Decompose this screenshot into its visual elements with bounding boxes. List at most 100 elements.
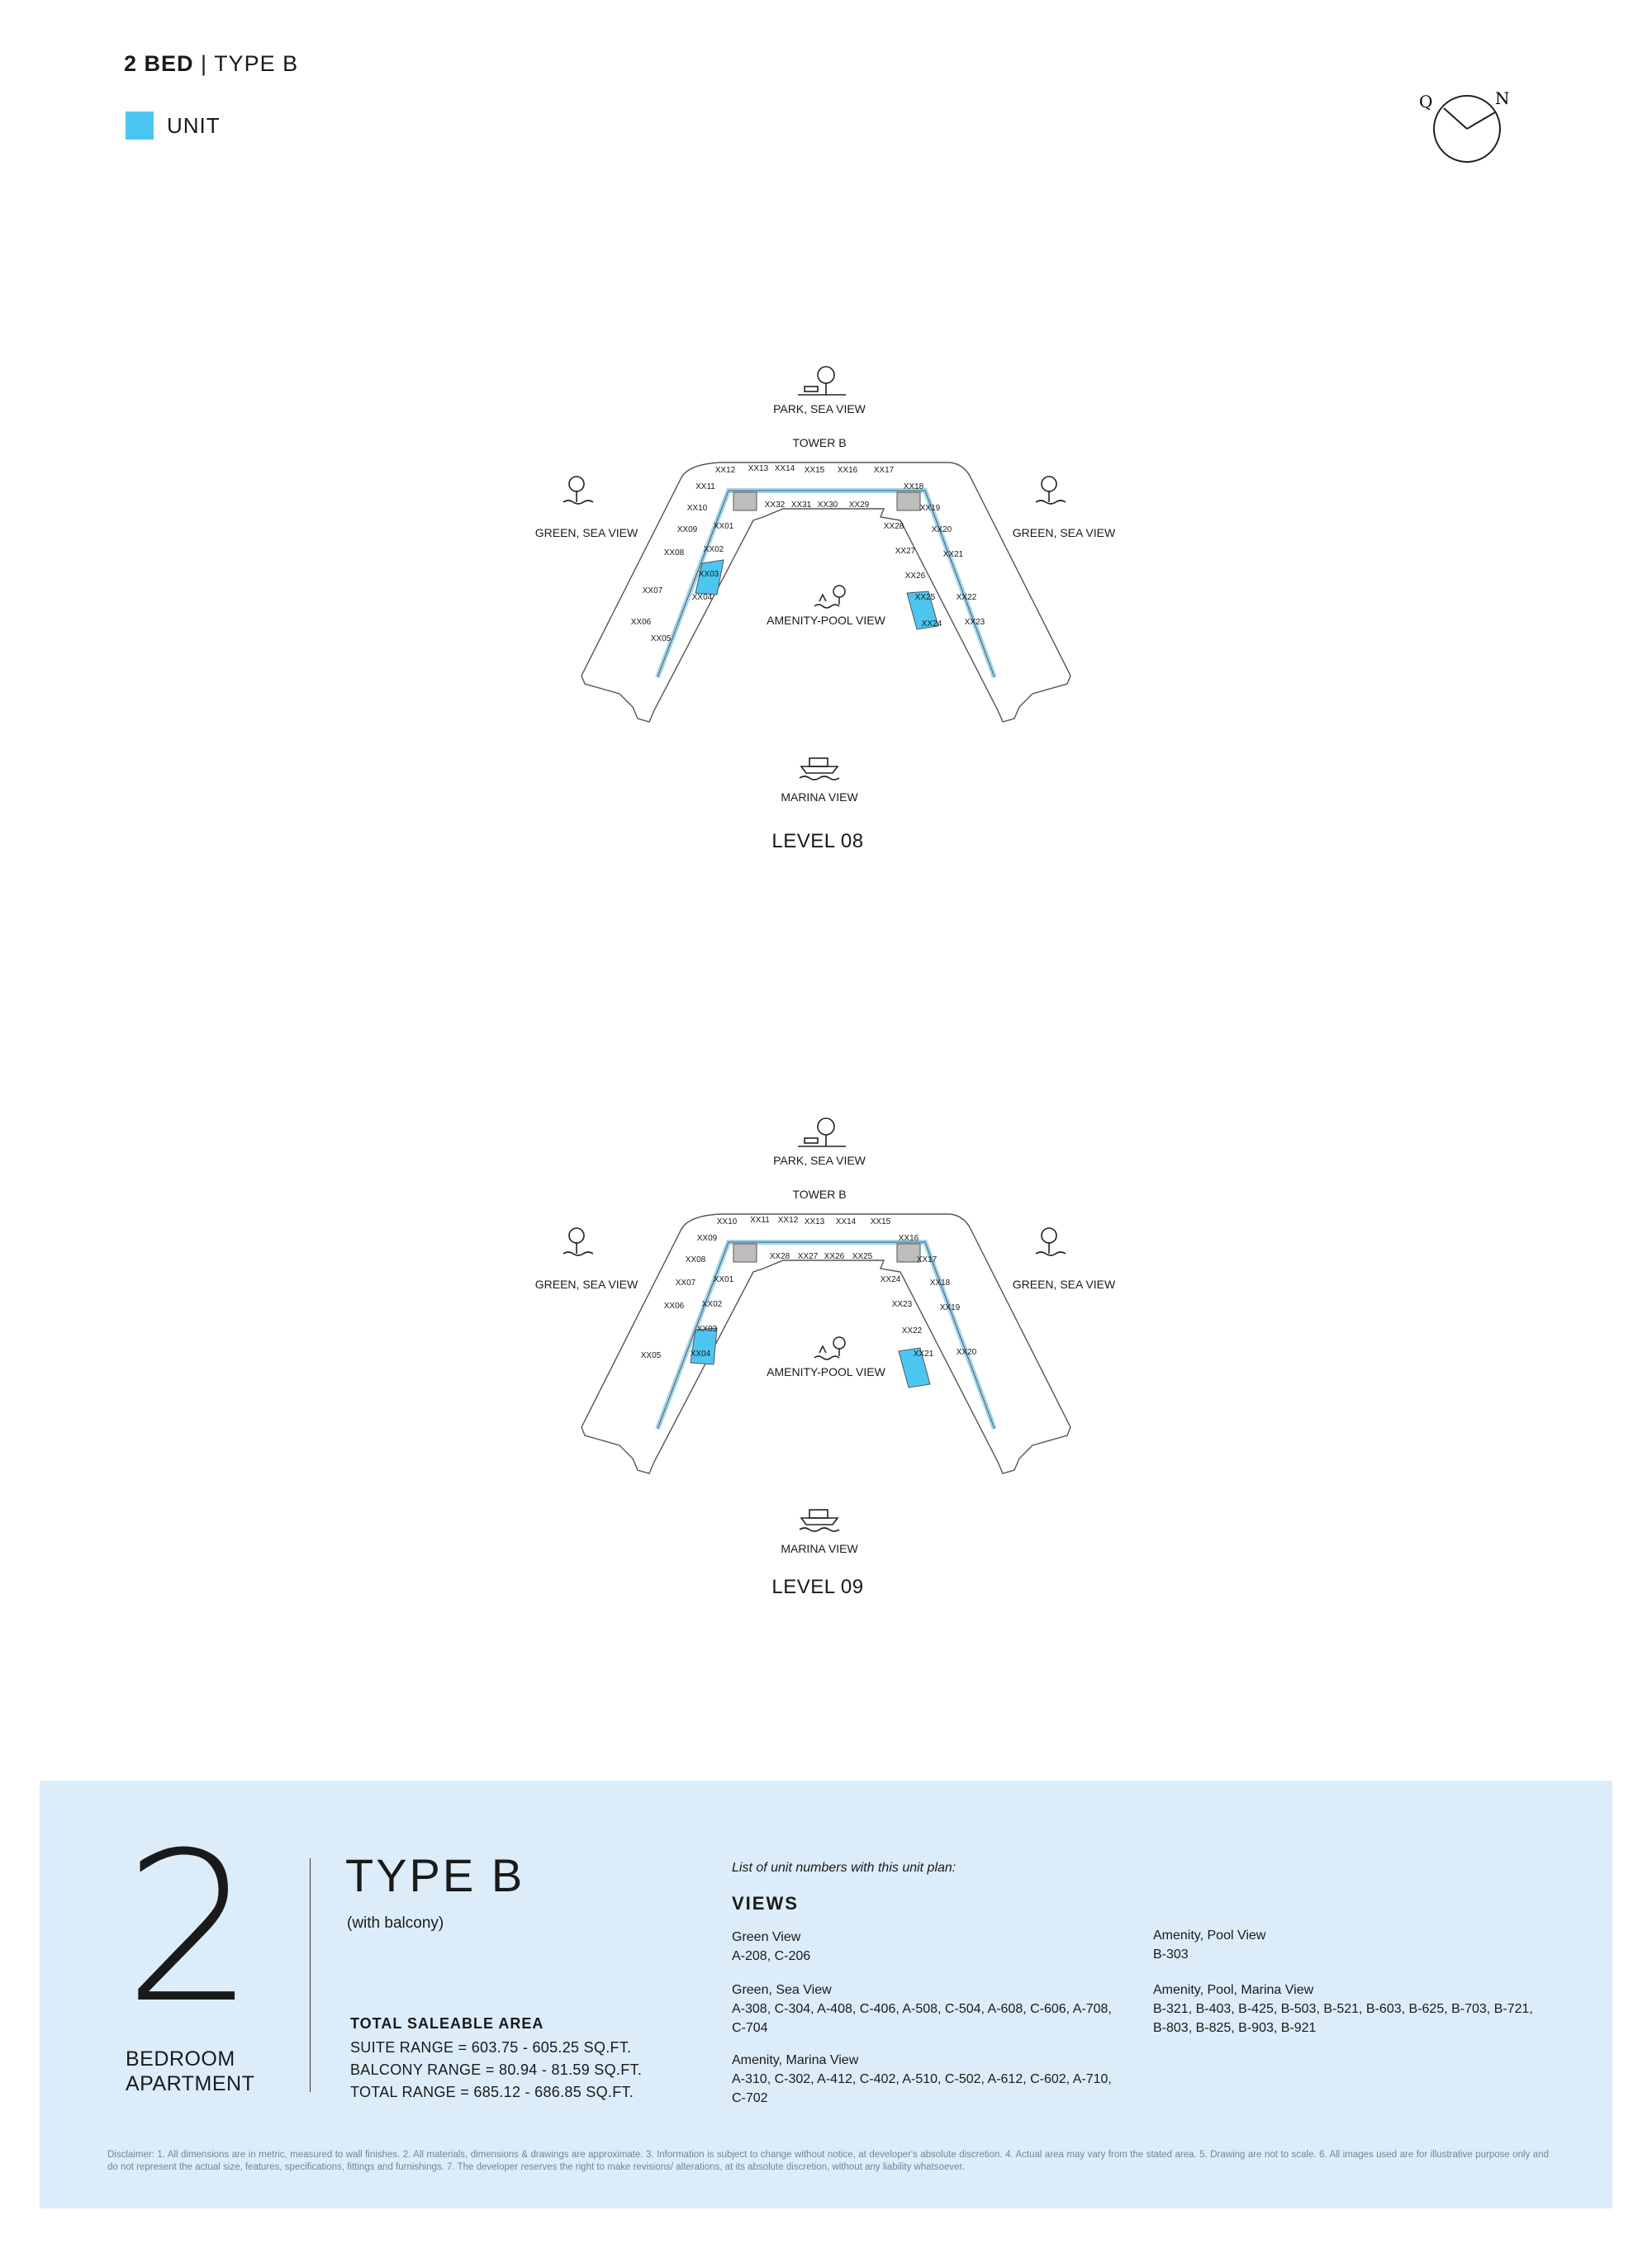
unit-number: XX10 <box>687 504 708 513</box>
bedroom-count: 2 <box>124 1808 256 2048</box>
highlighted-unit <box>906 591 939 630</box>
compass-n: N <box>1495 88 1510 108</box>
view-group-name: Amenity, Marina View <box>732 2053 859 2067</box>
unit-list-heading: List of unit numbers with this unit plan… <box>732 1861 957 1875</box>
unit-number: XX04 <box>691 1350 711 1359</box>
unit-number: XX05 <box>651 634 672 643</box>
level-label-09: LEVEL 09 <box>771 1576 864 1598</box>
core-right <box>896 491 921 511</box>
legend-label: UNIT <box>167 113 221 138</box>
view-group-units: B-321, B-403, B-425, B-503, B-521, B-603… <box>1153 2002 1533 2035</box>
unit-number: XX20 <box>957 1348 977 1357</box>
unit-number: XX22 <box>902 1326 923 1336</box>
plan-header: 2 BED | TYPE B <box>124 51 298 77</box>
park-icon <box>798 366 846 396</box>
view-label-right: GREEN, SEA VIEW <box>1013 526 1116 539</box>
view-label-left: GREEN, SEA VIEW <box>535 526 638 539</box>
unit-number: XX17 <box>874 466 895 475</box>
unit-number: XX14 <box>775 464 795 473</box>
unit-number: XX29 <box>849 501 870 510</box>
view-group-units: B-303 <box>1153 1948 1189 1962</box>
unit-number: XX16 <box>899 1234 919 1243</box>
boat-icon <box>799 757 840 780</box>
view-label-center: AMENITY-POOL VIEW <box>767 1365 885 1378</box>
unit-number: XX09 <box>697 1234 718 1243</box>
unit-number: XX25 <box>915 593 936 602</box>
summary-panel <box>40 1781 1612 2208</box>
unit-number: XX30 <box>818 501 838 510</box>
view-group-units: A-208, C-206 <box>732 1949 811 1963</box>
view-label-bottom: MARINA VIEW <box>781 1542 858 1555</box>
compass-icon: Q N <box>1419 88 1510 163</box>
area-ranges: SUITE RANGE = 603.75 - 605.25 SQ.FT. BAL… <box>350 2037 642 2104</box>
unit-number: XX16 <box>838 466 858 475</box>
unit-number: XX13 <box>805 1217 825 1226</box>
tree-icon <box>1035 1227 1066 1256</box>
unit-number: XX19 <box>940 1303 961 1312</box>
unit-type-subtitle: (with balcony) <box>347 1914 444 1932</box>
tree-icon <box>1035 476 1066 505</box>
unit-number: XX17 <box>917 1255 938 1264</box>
header-type: TYPE B <box>214 51 299 76</box>
views-heading: VIEWS <box>732 1893 799 1914</box>
unit-number: XX31 <box>791 501 812 510</box>
disclaimer: Disclaimer: 1. All dimensions are in met… <box>107 2150 1549 2172</box>
divider <box>310 1858 311 2092</box>
balcony-range: BALCONY RANGE = 80.94 - 81.59 SQ.FT. <box>350 2061 643 2078</box>
view-group: Amenity, Pool, Marina View B-321, B-403,… <box>1153 1981 1541 2038</box>
unit-number: XX14 <box>836 1217 857 1226</box>
view-group: Amenity, Marina View A-310, C-302, A-412… <box>732 2051 1112 2108</box>
corridor-edge <box>657 1241 995 1430</box>
view-label-right: GREEN, SEA VIEW <box>1013 1278 1116 1291</box>
unit-number: XX21 <box>914 1350 934 1359</box>
legend-swatch <box>126 111 154 140</box>
view-group-name: Amenity, Pool, Marina View <box>1153 1983 1314 1997</box>
unit-number: XX18 <box>930 1279 951 1288</box>
total-range: TOTAL RANGE = 685.12 - 686.85 SQ.FT. <box>350 2084 634 2100</box>
unit-number: XX09 <box>677 525 698 534</box>
unit-number: XX10 <box>717 1217 738 1226</box>
unit-number: XX27 <box>798 1252 819 1261</box>
core-right <box>896 1243 921 1263</box>
unit-number: XX12 <box>715 466 736 475</box>
highlighted-unit <box>695 559 724 595</box>
view-group-name: Green, Sea View <box>732 1983 832 1997</box>
unit-number: XX23 <box>892 1300 913 1309</box>
corridor-edge <box>657 490 995 678</box>
pool-icon <box>814 585 846 609</box>
unit-number: XX15 <box>805 466 825 475</box>
unit-number: XX11 <box>750 1216 770 1225</box>
unit-number: XX25 <box>852 1252 873 1261</box>
unit-number: XX12 <box>778 1216 799 1225</box>
unit-number: XX06 <box>664 1302 685 1311</box>
view-group-name: Green View <box>732 1930 801 1944</box>
tree-icon <box>563 1227 594 1256</box>
unit-number: XX26 <box>824 1252 845 1261</box>
park-icon <box>798 1117 846 1147</box>
view-group-units: A-308, C-304, A-408, C-406, A-508, C-504… <box>732 2002 1112 2035</box>
highlighted-unit <box>690 1327 718 1365</box>
header-bed: 2 BED <box>124 51 194 76</box>
building-outline <box>581 462 1071 723</box>
core-left <box>733 1243 757 1263</box>
unit-number: XX07 <box>676 1279 696 1288</box>
view-group: Amenity, Pool View B-303 <box>1153 1926 1533 1964</box>
unit-number: XX06 <box>631 618 652 627</box>
boat-icon <box>799 1509 840 1532</box>
unit-number: XX05 <box>641 1351 662 1360</box>
view-label-center: AMENITY-POOL VIEW <box>767 614 885 627</box>
tower-label: TOWER B <box>792 436 846 449</box>
tree-icon <box>563 476 594 505</box>
unit-number: XX08 <box>664 548 685 557</box>
unit-number: XX01 <box>714 1275 734 1284</box>
unit-number: XX18 <box>904 482 924 491</box>
building-outline <box>581 1213 1071 1474</box>
unit-number: XX13 <box>748 464 769 473</box>
unit-number: XX03 <box>697 1325 718 1334</box>
unit-number: XX02 <box>704 545 724 554</box>
core-left <box>733 491 757 511</box>
header-separator: | <box>193 51 215 76</box>
unit-number: XX26 <box>905 572 926 581</box>
view-label-left: GREEN, SEA VIEW <box>535 1278 638 1291</box>
